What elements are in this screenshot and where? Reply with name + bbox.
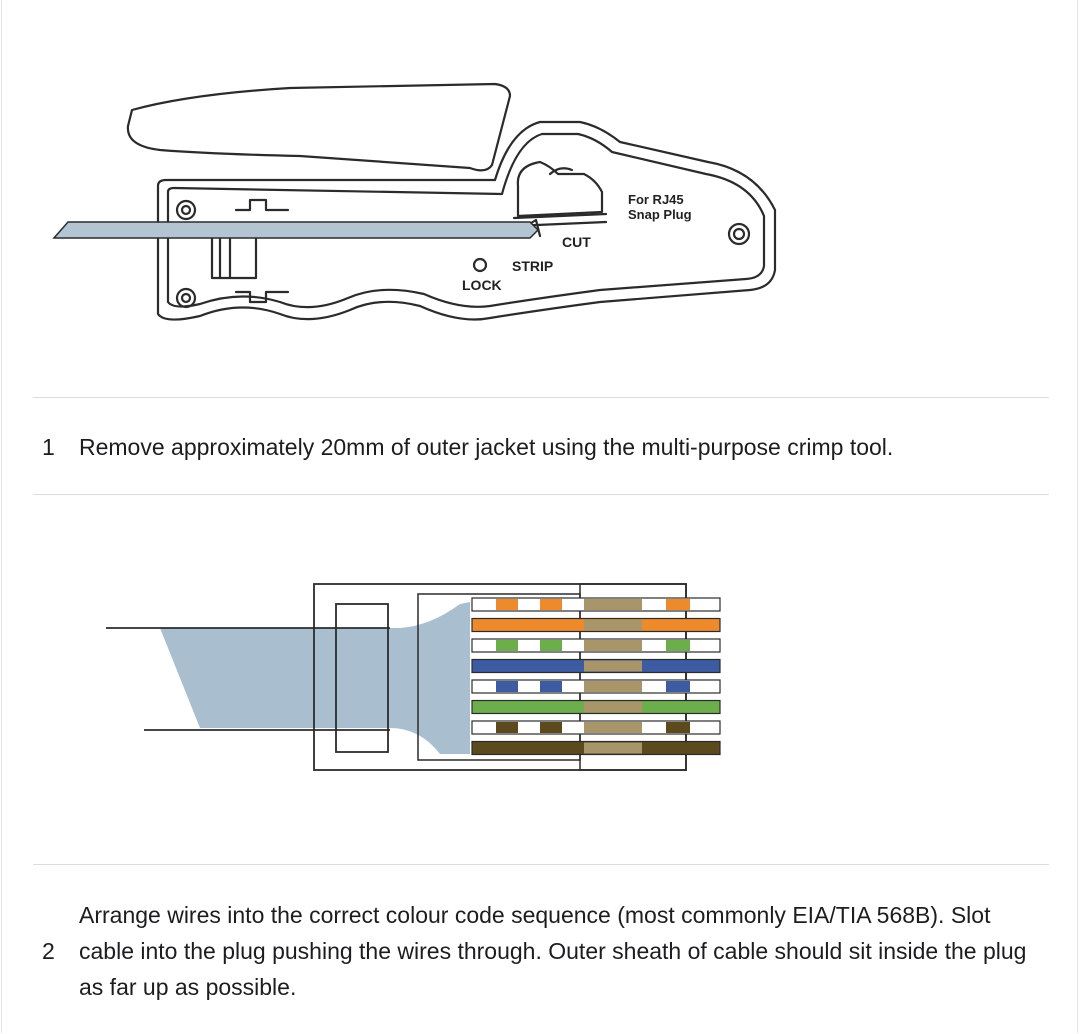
plug-contact [584,742,642,754]
cable-jacket [160,602,470,754]
pivot-hole-left-bottom [175,287,197,309]
plug-contact [584,660,642,672]
plug-contact [584,640,642,651]
lock-button-icon [472,257,488,273]
step-number: 1 [42,434,55,460]
tool-handle [126,82,512,172]
step-text: Arrange wires into the correct colour co… [79,902,1027,1000]
wire-stripe [496,599,518,610]
divider [33,397,1049,398]
wire-stripe [666,640,690,651]
plug-contact [584,599,642,610]
strip-label: STRIP [512,258,553,274]
step-number: 2 [42,938,55,964]
plug-contact [584,701,642,713]
wire-stripe [496,640,518,651]
wire-stripe [666,681,690,692]
wire-stripe [666,599,690,610]
divider [33,494,1049,495]
wire-group [471,597,721,756]
wire-stripe [540,722,562,733]
plug-wiring-diagram [106,583,721,771]
pivot-hole-right [727,222,751,246]
step-2: 2 Arrange wires into the correct colour … [33,897,1033,1005]
step-text: Remove approximately 20mm of outer jacke… [79,434,894,460]
plug-contact [584,619,642,631]
tool-head [156,120,777,321]
wire-stripe [496,722,518,733]
plug-label-line1: For RJ45 [628,192,684,207]
plug-label-line2: Snap Plug [628,207,692,222]
wire-stripe [540,640,562,651]
cut-label: CUT [562,234,591,250]
crimp-tool-diagram: For RJ45 Snap Plug CUT STRIP LOCK [52,82,777,321]
divider [33,864,1049,865]
step-1: 1 Remove approximately 20mm of outer jac… [33,429,1033,465]
wire-stripe [540,599,562,610]
cable [52,221,540,239]
pivot-hole-left-top [175,199,197,221]
wire-stripe [496,681,518,692]
plug-contact [584,722,642,733]
plug-contact [584,681,642,692]
wire-stripe [540,681,562,692]
wire-stripe [666,722,690,733]
lock-label: LOCK [462,277,502,293]
